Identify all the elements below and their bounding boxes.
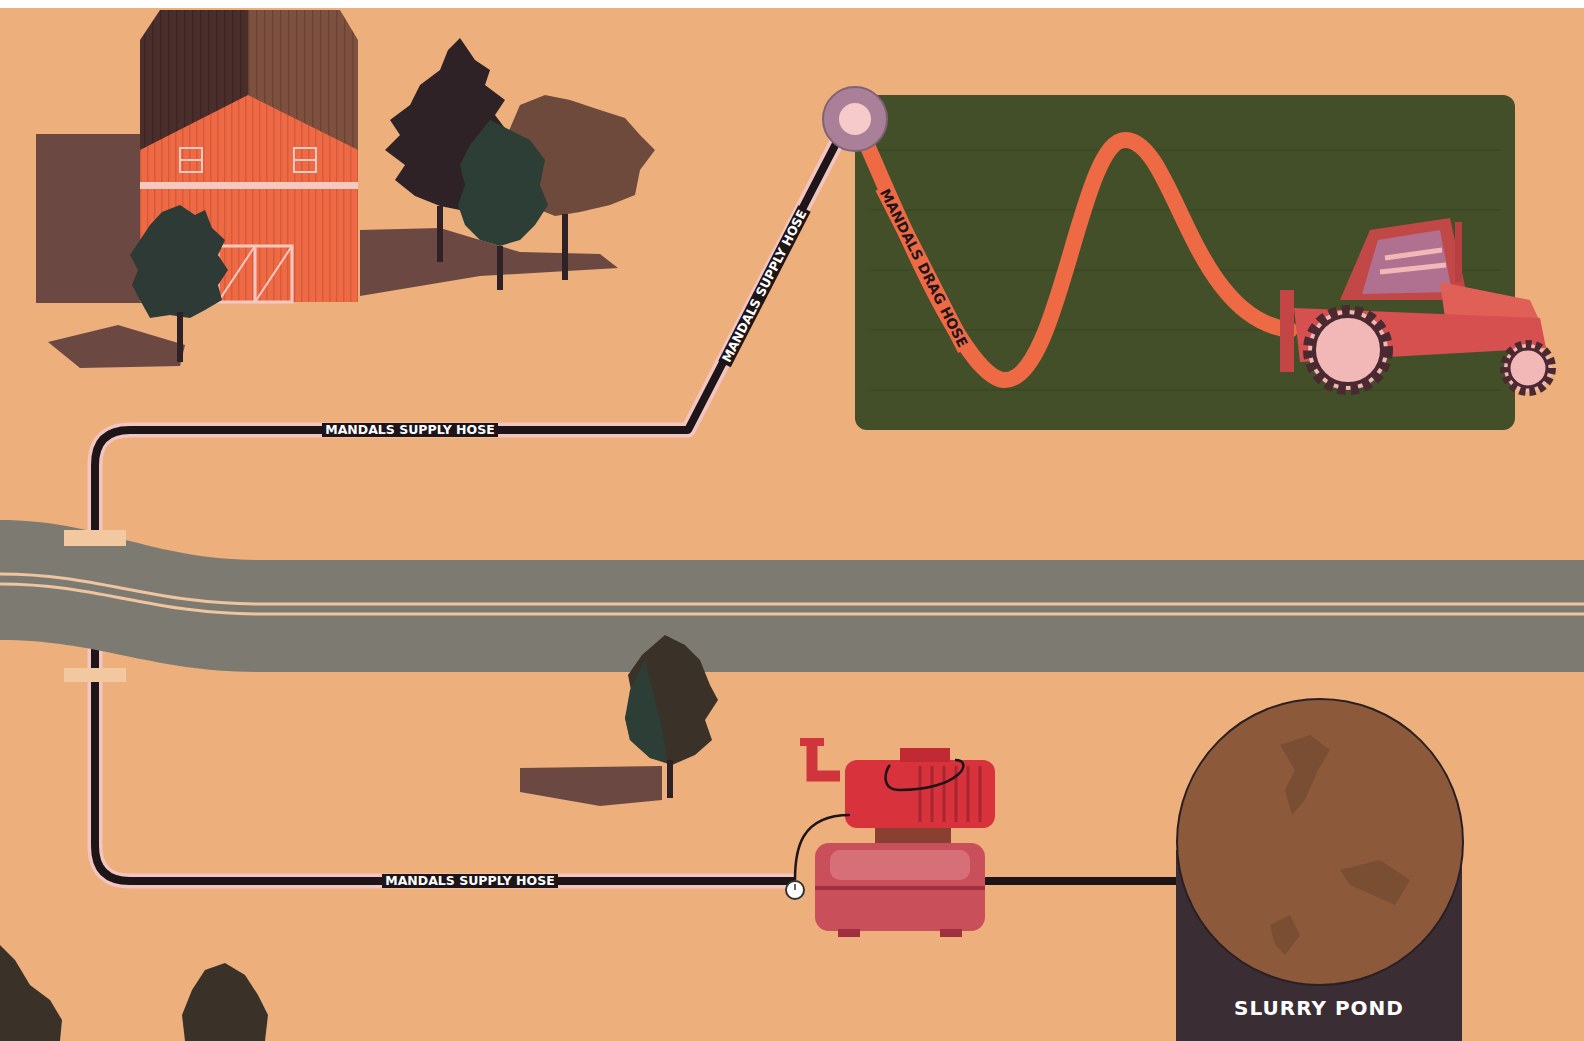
road [0, 520, 1584, 682]
pond-label: SLURRY POND [1234, 996, 1404, 1020]
hose-reel [823, 87, 887, 151]
tree-shadow [48, 228, 662, 806]
hose-label: MANDALS SUPPLY HOSE [382, 874, 557, 888]
tractor [1280, 218, 1552, 392]
slurry-pond [1176, 699, 1463, 1041]
tree [130, 38, 655, 362]
hose-label: MANDALS DRAG HOSE [876, 183, 973, 352]
drag-hose [858, 125, 1290, 380]
tree [0, 635, 718, 1041]
pond-label-box: SLURRY POND [1230, 992, 1408, 1024]
field [855, 95, 1515, 430]
frame-strip [0, 0, 1584, 8]
hose-label: MANDALS SUPPLY HOSE [322, 423, 497, 437]
supply-hose [95, 130, 1180, 881]
hose-label: MANDALS SUPPLY HOSE [718, 205, 811, 368]
pump [786, 738, 995, 937]
